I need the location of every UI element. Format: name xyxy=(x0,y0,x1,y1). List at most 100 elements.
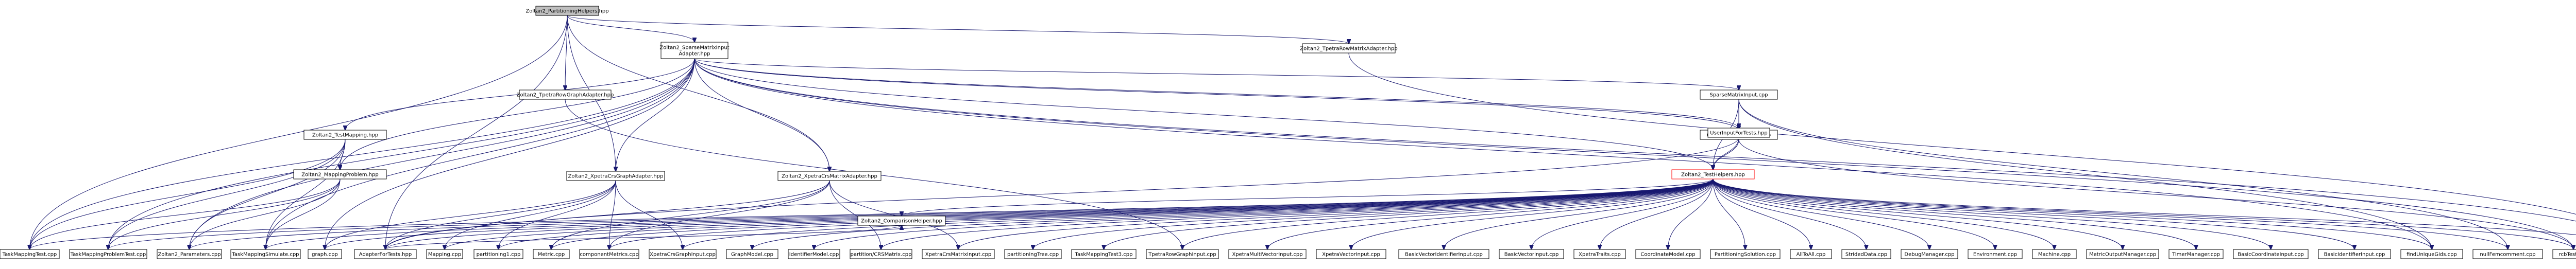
dependency-edge xyxy=(108,139,346,249)
dependency-edge xyxy=(190,178,341,249)
graph-node[interactable]: AdapterForTests.hpp xyxy=(354,249,417,259)
graph-node-label: AdapterForTests.hpp xyxy=(359,252,412,258)
graph-node[interactable]: TaskMappingSimulate.cpp xyxy=(230,249,301,259)
graph-node[interactable]: GraphModel.cpp xyxy=(726,249,778,259)
dependency-edge xyxy=(108,178,1714,249)
dependency-edge xyxy=(1713,178,2196,249)
graph-node[interactable]: XpetraVectorInput.cpp xyxy=(1316,249,1386,259)
graph-node[interactable]: Zoltan2_XpetraCrsMatrixAdapter.hpp xyxy=(777,171,882,181)
graph-node-label: DebugManager.cpp xyxy=(1904,252,1954,258)
dependency-edge xyxy=(1668,178,1714,249)
dependency-edge xyxy=(385,180,830,249)
graph-node[interactable]: nullFemcomment.cpp xyxy=(2472,249,2543,259)
graph-node[interactable]: graph.cpp xyxy=(308,249,342,259)
graph-node[interactable]: Environment.cpp xyxy=(1968,249,2023,259)
dependency-edge xyxy=(1713,178,2354,249)
graph-node-box xyxy=(1004,249,1062,259)
graph-node[interactable]: Zoltan2_Parameters.cpp xyxy=(157,249,222,259)
graph-node[interactable]: XpetraMultiVectorInput.cpp xyxy=(1228,249,1307,259)
graph-node[interactable]: partitioningTree.cpp xyxy=(1004,249,1062,259)
graph-node[interactable]: XpetraCrsGraphInput.cpp xyxy=(649,249,717,259)
dependency-edge xyxy=(1713,178,1995,249)
graph-node[interactable]: AllToAll.cpp xyxy=(1790,249,1832,259)
graph-node[interactable]: BasicVectorInput.cpp xyxy=(1499,249,1564,259)
graph-node[interactable]: TimerManager.cpp xyxy=(2168,249,2224,259)
dependency-edge xyxy=(902,178,1714,216)
graph-node-label: SparseMatrixInput.cpp xyxy=(1709,93,1768,98)
graph-node[interactable]: DebugManager.cpp xyxy=(1901,249,1958,259)
graph-node-label: StridedData.cpp xyxy=(1845,252,1887,258)
graph-node-box xyxy=(2168,249,2224,259)
graph-node-box xyxy=(1499,249,1564,259)
graph-node[interactable]: BasicCoordinateInput.cpp xyxy=(2233,249,2309,259)
dependency-edge xyxy=(551,178,1714,249)
graph-node[interactable]: SparseMatrixInput.cpp xyxy=(1700,89,1778,100)
graph-node-label: Adapter.hpp xyxy=(679,51,710,57)
graph-node-label: BasicVectorInput.cpp xyxy=(1504,252,1559,258)
graph-node[interactable]: componentMetrics.cpp xyxy=(579,249,639,259)
graph-node-label: Zoltan2_TpetraRowMatrixAdapter.hpp xyxy=(1300,46,1398,52)
graph-node[interactable]: PartitioningSolution.cpp xyxy=(1710,249,1781,259)
graph-node-label: PartitioningSolution.cpp xyxy=(1715,252,1776,258)
graph-node[interactable]: TaskMappingTest3.cpp xyxy=(1071,249,1137,259)
dependency-edge xyxy=(1104,178,1714,249)
graph-node[interactable]: Metric.cpp xyxy=(533,249,570,259)
graph-node[interactable]: Zoltan2_ComparisonHelper.hpp xyxy=(857,216,946,226)
graph-node[interactable]: Zoltan2_TpetraRowGraphAdapter.hpp xyxy=(517,89,614,100)
graph-node[interactable]: StridedData.cpp xyxy=(1841,249,1891,259)
graph-node-label: rcbTest.cpp xyxy=(2559,252,2576,258)
dependency-edge xyxy=(1713,178,2576,235)
graph-node-label: GraphModel.cpp xyxy=(731,252,773,258)
dependency-edge xyxy=(445,178,1714,249)
graph-node-label: TaskMappingProblemTest.cpp xyxy=(70,252,146,258)
graph-node[interactable]: UserInputForTests.hpp xyxy=(1707,128,1770,138)
graph-node-box xyxy=(1841,249,1891,259)
graph-node-box xyxy=(2233,249,2309,259)
dependency-edge xyxy=(694,58,1739,128)
graph-node-box xyxy=(69,249,147,259)
graph-node[interactable]: Zoltan2_TestMapping.hpp xyxy=(303,130,387,140)
graph-node-label: BasicIdentifierInput.cpp xyxy=(2324,252,2385,258)
graph-node-label: Zoltan2_MappingProblem.hpp xyxy=(301,172,379,178)
graph-node[interactable]: Zoltan2_MappingProblem.hpp xyxy=(293,169,387,180)
graph-node[interactable]: BasicIdentifierInput.cpp xyxy=(2318,249,2391,259)
graph-node[interactable]: MetricOutputManager.cpp xyxy=(2086,249,2159,259)
graph-node[interactable]: TaskMappingProblemTest.cpp xyxy=(69,249,147,259)
graph-node[interactable]: IdentifierModel.cpp xyxy=(788,249,840,259)
graph-node-label: Zoltan2_TestHelpers.hpp xyxy=(1681,172,1745,178)
graph-node[interactable]: XpetraTraits.cpp xyxy=(1573,249,1626,259)
graph-node-label: findUniqueGids.cpp xyxy=(2406,252,2457,258)
graph-node[interactable]: TaskMappingTest.cpp xyxy=(0,249,60,259)
edges-layer xyxy=(30,15,2576,249)
dependency-edge xyxy=(616,58,695,171)
graph-node-box xyxy=(850,249,912,259)
graph-node[interactable]: Machine.cpp xyxy=(2032,249,2077,259)
dependency-edge xyxy=(829,180,881,249)
graph-node[interactable]: Zoltan2_XpetraCrsGraphAdapter.hpp xyxy=(566,171,665,181)
graph-node[interactable]: partitioning1.cpp xyxy=(473,249,523,259)
dependency-edge xyxy=(385,225,902,250)
graph-node[interactable]: BasicVectorIdentifierInput.cpp xyxy=(1398,249,1489,259)
graph-node-label: componentMetrics.cpp xyxy=(580,252,638,258)
graph-node-label: BasicCoordinateInput.cpp xyxy=(2238,252,2304,258)
dependency-edge xyxy=(30,139,346,249)
graph-node[interactable]: rcbTest.cpp xyxy=(2552,249,2576,259)
graph-node[interactable]: Zoltan2_PartitioningHelpers.hpp xyxy=(526,6,609,16)
graph-node[interactable]: Zoltan2_TestHelpers.hpp xyxy=(1671,169,1755,180)
graph-node-box xyxy=(579,249,639,259)
graph-node-box xyxy=(1071,249,1137,259)
graph-node[interactable]: Mapping.cpp xyxy=(426,249,463,259)
graph-node[interactable]: Zoltan2_TpetraRowMatrixAdapter.hpp xyxy=(1300,43,1398,53)
graph-node[interactable]: TpetraRowGraphInput.cpp xyxy=(1146,249,1219,259)
graph-node-box xyxy=(1700,89,1778,100)
graph-node[interactable]: partition/CRSMatrix.cpp xyxy=(850,249,912,259)
graph-node-label: Zoltan2_Parameters.cpp xyxy=(158,252,221,258)
graph-node[interactable]: findUniqueGids.cpp xyxy=(2400,249,2463,259)
dependency-edge xyxy=(694,58,1739,130)
dependency-edge xyxy=(385,15,568,249)
dependency-edge xyxy=(30,15,568,249)
graph-node[interactable]: XpetraCrsMatrixInput.cpp xyxy=(922,249,995,259)
graph-node[interactable]: CoordinateModel.cpp xyxy=(1635,249,1701,259)
